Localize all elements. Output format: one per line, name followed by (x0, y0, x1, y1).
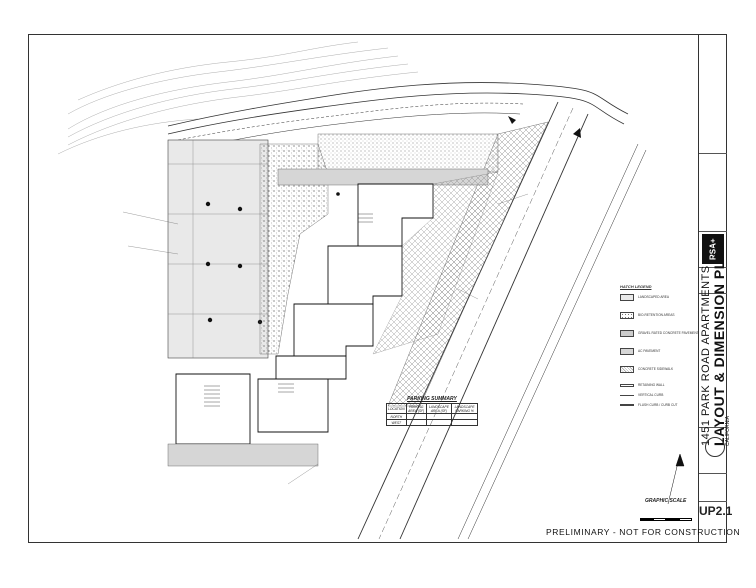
table-header-row: LOCATION PARKING AREA (SF) LANDSCAPE ARE… (386, 403, 478, 414)
legend-label: CONCRETE SIDEWALK (638, 367, 674, 371)
west-parking-area (167, 139, 269, 359)
legend-item: LANDSCAPED AREA (620, 294, 696, 304)
flow-arrows (508, 116, 581, 138)
buildings (175, 183, 434, 445)
legend-label: RETAINING WALL (638, 383, 665, 387)
legend-label: VERTICAL CURB (638, 393, 664, 397)
legend-swatch (620, 395, 634, 396)
site-plan-drawing (57, 41, 685, 540)
table-cell (451, 419, 478, 426)
note-leaders (122, 193, 529, 485)
legend-swatch (620, 312, 634, 319)
legend-item: RETAINING WALL (620, 382, 696, 392)
legend-item: FLUSH CURB / CURB CUT (620, 402, 696, 412)
parking-summary-table: LOCATION PARKING AREA (SF) LANDSCAPE ARE… (386, 403, 478, 426)
title-block (699, 34, 727, 543)
hatch-legend: HATCH LEGEND LANDSCAPED AREA BIO-RETENTI… (620, 284, 700, 407)
legend-swatch (620, 294, 634, 301)
legend-item: VERTICAL CURB (620, 392, 696, 402)
table-cell: WEST (386, 419, 407, 426)
column-header: LANDSCAPE PARKING % (451, 403, 478, 414)
legend-label: LANDSCAPED AREA (638, 295, 669, 299)
graphic-scale-label: GRAPHIC SCALE (645, 498, 687, 504)
column-header: LANDSCAPE AREA (SF) (425, 403, 453, 414)
table-cell (405, 419, 427, 426)
professional-seal (705, 437, 725, 457)
sheet-border (28, 34, 699, 543)
project-location: CALIFORNIA (725, 415, 731, 446)
parking-summary-title: PARKING SUMMARY (407, 396, 457, 402)
table-row: WEST (386, 419, 478, 426)
legend-swatch (620, 384, 634, 387)
legend-item: BIO-RETENTION AREAS (620, 312, 696, 322)
legend-item: CONCRETE SIDEWALK (620, 366, 696, 376)
sheet-number: UP2.1 (699, 504, 733, 518)
legend-label: BIO-RETENTION AREAS (638, 313, 675, 317)
legend-label: AC PAVEMENT (638, 349, 661, 353)
hatch-legend-title: HATCH LEGEND (620, 284, 652, 289)
legend-label: GRAVEL RATED CONCRETE PAVEMENT (638, 331, 699, 335)
legend-swatch (620, 330, 634, 337)
parking-stripes (168, 140, 268, 358)
legend-item: GRAVEL RATED CONCRETE PAVEMENT (620, 330, 699, 340)
legend-swatch (620, 404, 634, 406)
legend-label: FLUSH CURB / CURB CUT (638, 403, 678, 407)
graphic-scale-bar (640, 508, 692, 521)
north-arrow (667, 453, 685, 505)
east-drive (372, 171, 499, 355)
building-stairs (204, 213, 373, 407)
legend-swatch (620, 366, 634, 373)
legend-item: AC PAVEMENT (620, 348, 696, 358)
column-header: PARKING AREA (SF) (405, 403, 427, 414)
column-header: LOCATION (386, 403, 407, 414)
south-paving (167, 443, 319, 467)
parking-summary: PARKING SUMMARY LOCATION PARKING AREA (S… (386, 396, 478, 426)
preliminary-stamp: PRELIMINARY - NOT FOR CONSTRUCTION (546, 527, 741, 537)
table-cell (425, 419, 453, 426)
legend-swatch (620, 348, 634, 355)
